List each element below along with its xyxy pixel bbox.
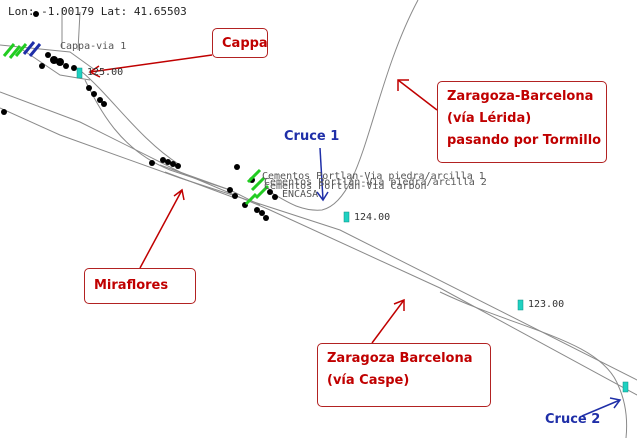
signals-blue xyxy=(22,41,42,57)
callout-caspe-line2: (vía Caspe) xyxy=(327,373,410,388)
arrow-cruce2 xyxy=(581,399,621,417)
siding-label-encasa: ENCASA xyxy=(282,189,319,200)
arrow-caspe xyxy=(371,299,405,344)
arrow-miraflores-head xyxy=(173,188,185,201)
track-node xyxy=(175,163,181,169)
track-cappa-yard xyxy=(0,8,96,81)
track-node xyxy=(56,58,64,66)
junction-arrows xyxy=(316,147,622,417)
signal-mark xyxy=(8,45,22,59)
arrow-lerida-head xyxy=(397,79,409,91)
arrow-cruce1 xyxy=(319,147,324,201)
km-label-125: 125.00 xyxy=(87,67,124,78)
signal-mark xyxy=(254,184,270,200)
track-node xyxy=(63,63,69,69)
callout-zaragoza-lerida: Zaragoza-Barcelona (vía Lérida) pasando … xyxy=(437,81,607,163)
signal-mark xyxy=(246,168,262,184)
track-cappa-spur-b xyxy=(84,79,231,191)
track-node xyxy=(254,207,260,213)
arrow-miraflores xyxy=(139,189,183,269)
track-node xyxy=(272,194,278,200)
callout-cappa-text: Cappa xyxy=(222,36,268,51)
track-node xyxy=(45,52,51,58)
siding-label-cappa: Cappa-via 1 xyxy=(60,41,127,52)
callout-lerida-line2: (vía Lérida) xyxy=(447,111,532,126)
track-node xyxy=(160,157,166,163)
arrow-cappa xyxy=(89,54,213,73)
km-marker xyxy=(343,211,350,223)
junction-label-cruce1: Cruce 1 xyxy=(284,129,340,144)
arrow-cappa-head xyxy=(88,65,101,78)
track-nodes xyxy=(1,11,278,221)
km-label-123: 123.00 xyxy=(528,299,565,310)
track-node xyxy=(267,189,273,195)
km-marker xyxy=(517,299,524,311)
track-node xyxy=(227,187,233,193)
signal-mark xyxy=(2,43,16,57)
signals xyxy=(2,43,270,206)
track-node xyxy=(232,193,238,199)
siding-label-cementos-2: Cementos Portlan-Via piedra/arcilla 2 xyxy=(264,177,487,188)
signal-mark xyxy=(28,43,42,57)
track-node xyxy=(149,160,155,166)
track-node xyxy=(1,109,7,115)
callout-zaragoza-caspe: Zaragoza Barcelona (vía Caspe) xyxy=(317,343,491,407)
callout-lerida-line3: pasando por Tormillo xyxy=(447,133,602,148)
track-node xyxy=(91,91,97,97)
track-node xyxy=(33,11,39,17)
track-node xyxy=(71,65,77,71)
km-marker xyxy=(76,67,83,79)
track-node xyxy=(86,85,92,91)
arrow-lerida xyxy=(397,79,438,111)
km-markers xyxy=(76,67,629,393)
signal-mark xyxy=(250,176,266,192)
arrow-cruce2-head xyxy=(609,397,622,409)
siding-label-cementos-carbon: Cementos Portlan-Via Carbon xyxy=(264,181,427,192)
track-node xyxy=(39,63,45,69)
coordinate-readout: Lon: -1.00179 Lat: 41.65503 xyxy=(8,5,187,18)
signal-mark xyxy=(22,41,36,55)
arrow-caspe-head xyxy=(393,298,405,311)
signal-mark xyxy=(14,43,28,57)
annotation-arrows xyxy=(88,54,438,344)
km-marker xyxy=(622,381,629,393)
track-node xyxy=(170,161,176,167)
track-node xyxy=(263,215,269,221)
signal-mark xyxy=(244,192,258,206)
track-node xyxy=(234,164,240,170)
track-node xyxy=(165,159,171,165)
arrow-cruce1-head xyxy=(316,191,329,202)
siding-label-cementos-1: Cementos Portlan-Via piedra/arcilla 1 xyxy=(262,171,485,182)
track-cruce2-curve xyxy=(439,291,628,438)
callout-cappa: Cappa xyxy=(212,28,268,58)
track-node xyxy=(97,97,103,103)
track-node xyxy=(101,101,107,107)
callout-caspe-line1: Zaragoza Barcelona xyxy=(327,351,473,366)
callout-miraflores: Miraflores xyxy=(84,268,196,304)
km-label-124: 124.00 xyxy=(354,212,391,223)
callout-miraflores-text: Miraflores xyxy=(94,278,169,293)
track-cappa-spur-a xyxy=(81,71,181,166)
junction-label-cruce2: Cruce 2 xyxy=(545,412,601,427)
track-node xyxy=(259,210,265,216)
callout-lerida-line1: Zaragoza-Barcelona xyxy=(447,89,594,104)
track-lerida-curve xyxy=(269,0,419,211)
